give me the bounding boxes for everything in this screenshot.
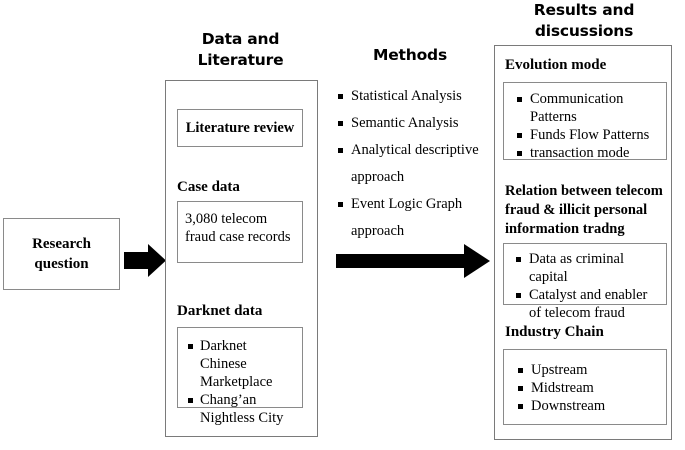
relation-telecom-fraud-list: Data as criminal capital Catalyst and en… [504,244,666,322]
research-question-text-wrap: Research question [4,219,119,289]
industry-chain-list: Upstream Midstream Downstream [504,350,666,415]
arrow-right-icon [124,244,166,277]
list-item: Funds Flow Patterns [515,126,662,144]
methods-list: Statistical Analysis Semantic Analysis A… [337,83,487,245]
evolution-mode-list: Communication Patterns Funds Flow Patter… [504,83,666,162]
arrow-methods-to-results [336,243,491,279]
list-item: Analytical descriptive approach [337,137,487,191]
list-item: Midstream [516,379,662,397]
list-item: Darknet Chinese Marketplace [187,337,297,391]
methods-list-wrap: Statistical Analysis Semantic Analysis A… [337,83,487,245]
column-header-results-line2: discussions [534,22,634,40]
industry-chain-box: Upstream Midstream Downstream [503,349,667,425]
list-item: Downstream [516,397,662,415]
research-question-line2: question [34,256,89,272]
list-item: Statistical Analysis [337,83,487,110]
case-data-box: 3,080 telecom fraud case records [177,201,303,263]
case-data-text: 3,080 telecom fraud case records [185,211,291,245]
list-item: Catalyst and enabler of telecom fraud [514,286,663,322]
research-question-box: Research question [3,218,120,290]
column-header-results-line1: Results and [533,1,635,19]
relation-telecom-fraud-box: Data as criminal capital Catalyst and en… [503,243,667,321]
column-header-results-discussions: Results and discussions [494,0,674,42]
list-item: Semantic Analysis [337,110,487,137]
literature-review-label: Literature review [185,120,295,136]
evolution-mode-label: Evolution mode [505,57,607,73]
column-header-data-literature: Data and Literature [163,29,318,71]
arrow-question-to-data [124,243,167,278]
list-item: Event Logic Graph approach [337,191,487,245]
list-item: Data as criminal capital [514,250,663,286]
column-header-methods: Methods [345,45,475,66]
relation-telecom-fraud-label: Relation between telecom fraud & illicit… [505,183,663,237]
evolution-mode-box: Communication Patterns Funds Flow Patter… [503,82,667,162]
column-header-data-literature-line2: Literature [197,51,284,69]
list-item: Chang’an Nightless City [187,391,297,427]
column-header-data-literature-line1: Data and [201,30,280,48]
column-header-methods-line1: Methods [373,46,447,64]
darknet-data-list: Darknet Chinese Marketplace Chang’an Nig… [178,328,302,427]
industry-chain-label: Industry Chain [505,324,604,340]
case-data-label: Case data [177,179,240,195]
darknet-data-label: Darknet data [177,303,263,319]
research-question-line1: Research [32,236,91,252]
list-item: Communication Patterns [515,90,662,126]
darknet-data-box: Darknet Chinese Marketplace Chang’an Nig… [177,327,303,426]
literature-review-box: Literature review [177,109,303,147]
literature-review-text-wrap: Literature review [178,110,302,146]
list-item: transaction mode [515,144,662,162]
arrow-right-long-icon [336,244,490,278]
list-item: Upstream [516,361,662,379]
